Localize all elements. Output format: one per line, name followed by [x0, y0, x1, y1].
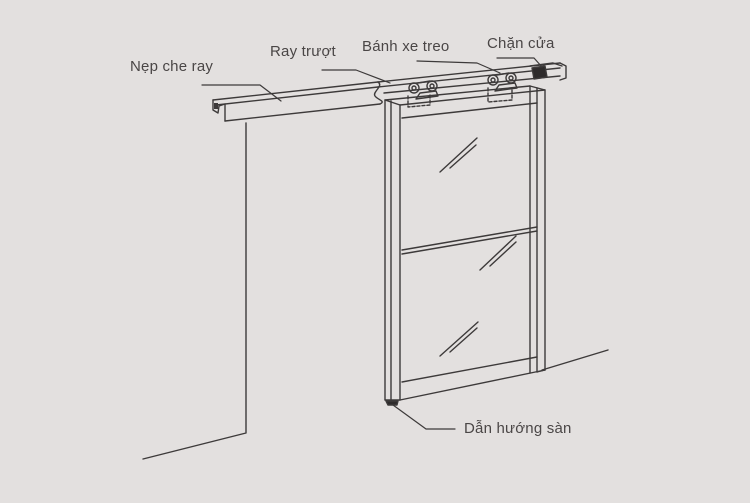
label-rail: Ray trượt: [270, 43, 336, 60]
leader-stop: [496, 57, 543, 68]
trim-cover: [212, 81, 383, 122]
label-trim-cover: Nẹp che ray: [130, 58, 214, 75]
leader-rail: [321, 69, 391, 84]
leader-trim: [201, 84, 282, 102]
door: [384, 85, 546, 406]
label-door-stop: Chặn cửa: [487, 35, 555, 52]
door-stop: [529, 62, 563, 80]
leader-lines: [201, 57, 543, 430]
label-floor-guide: Dẫn hướng sàn: [464, 420, 572, 437]
label-hanging-wheels: Bánh xe treo: [362, 38, 450, 55]
floor-line: [541, 349, 609, 371]
leader-wheels: [416, 60, 501, 74]
wall-outline: [142, 122, 247, 460]
leader-floor-guide: [392, 404, 456, 430]
